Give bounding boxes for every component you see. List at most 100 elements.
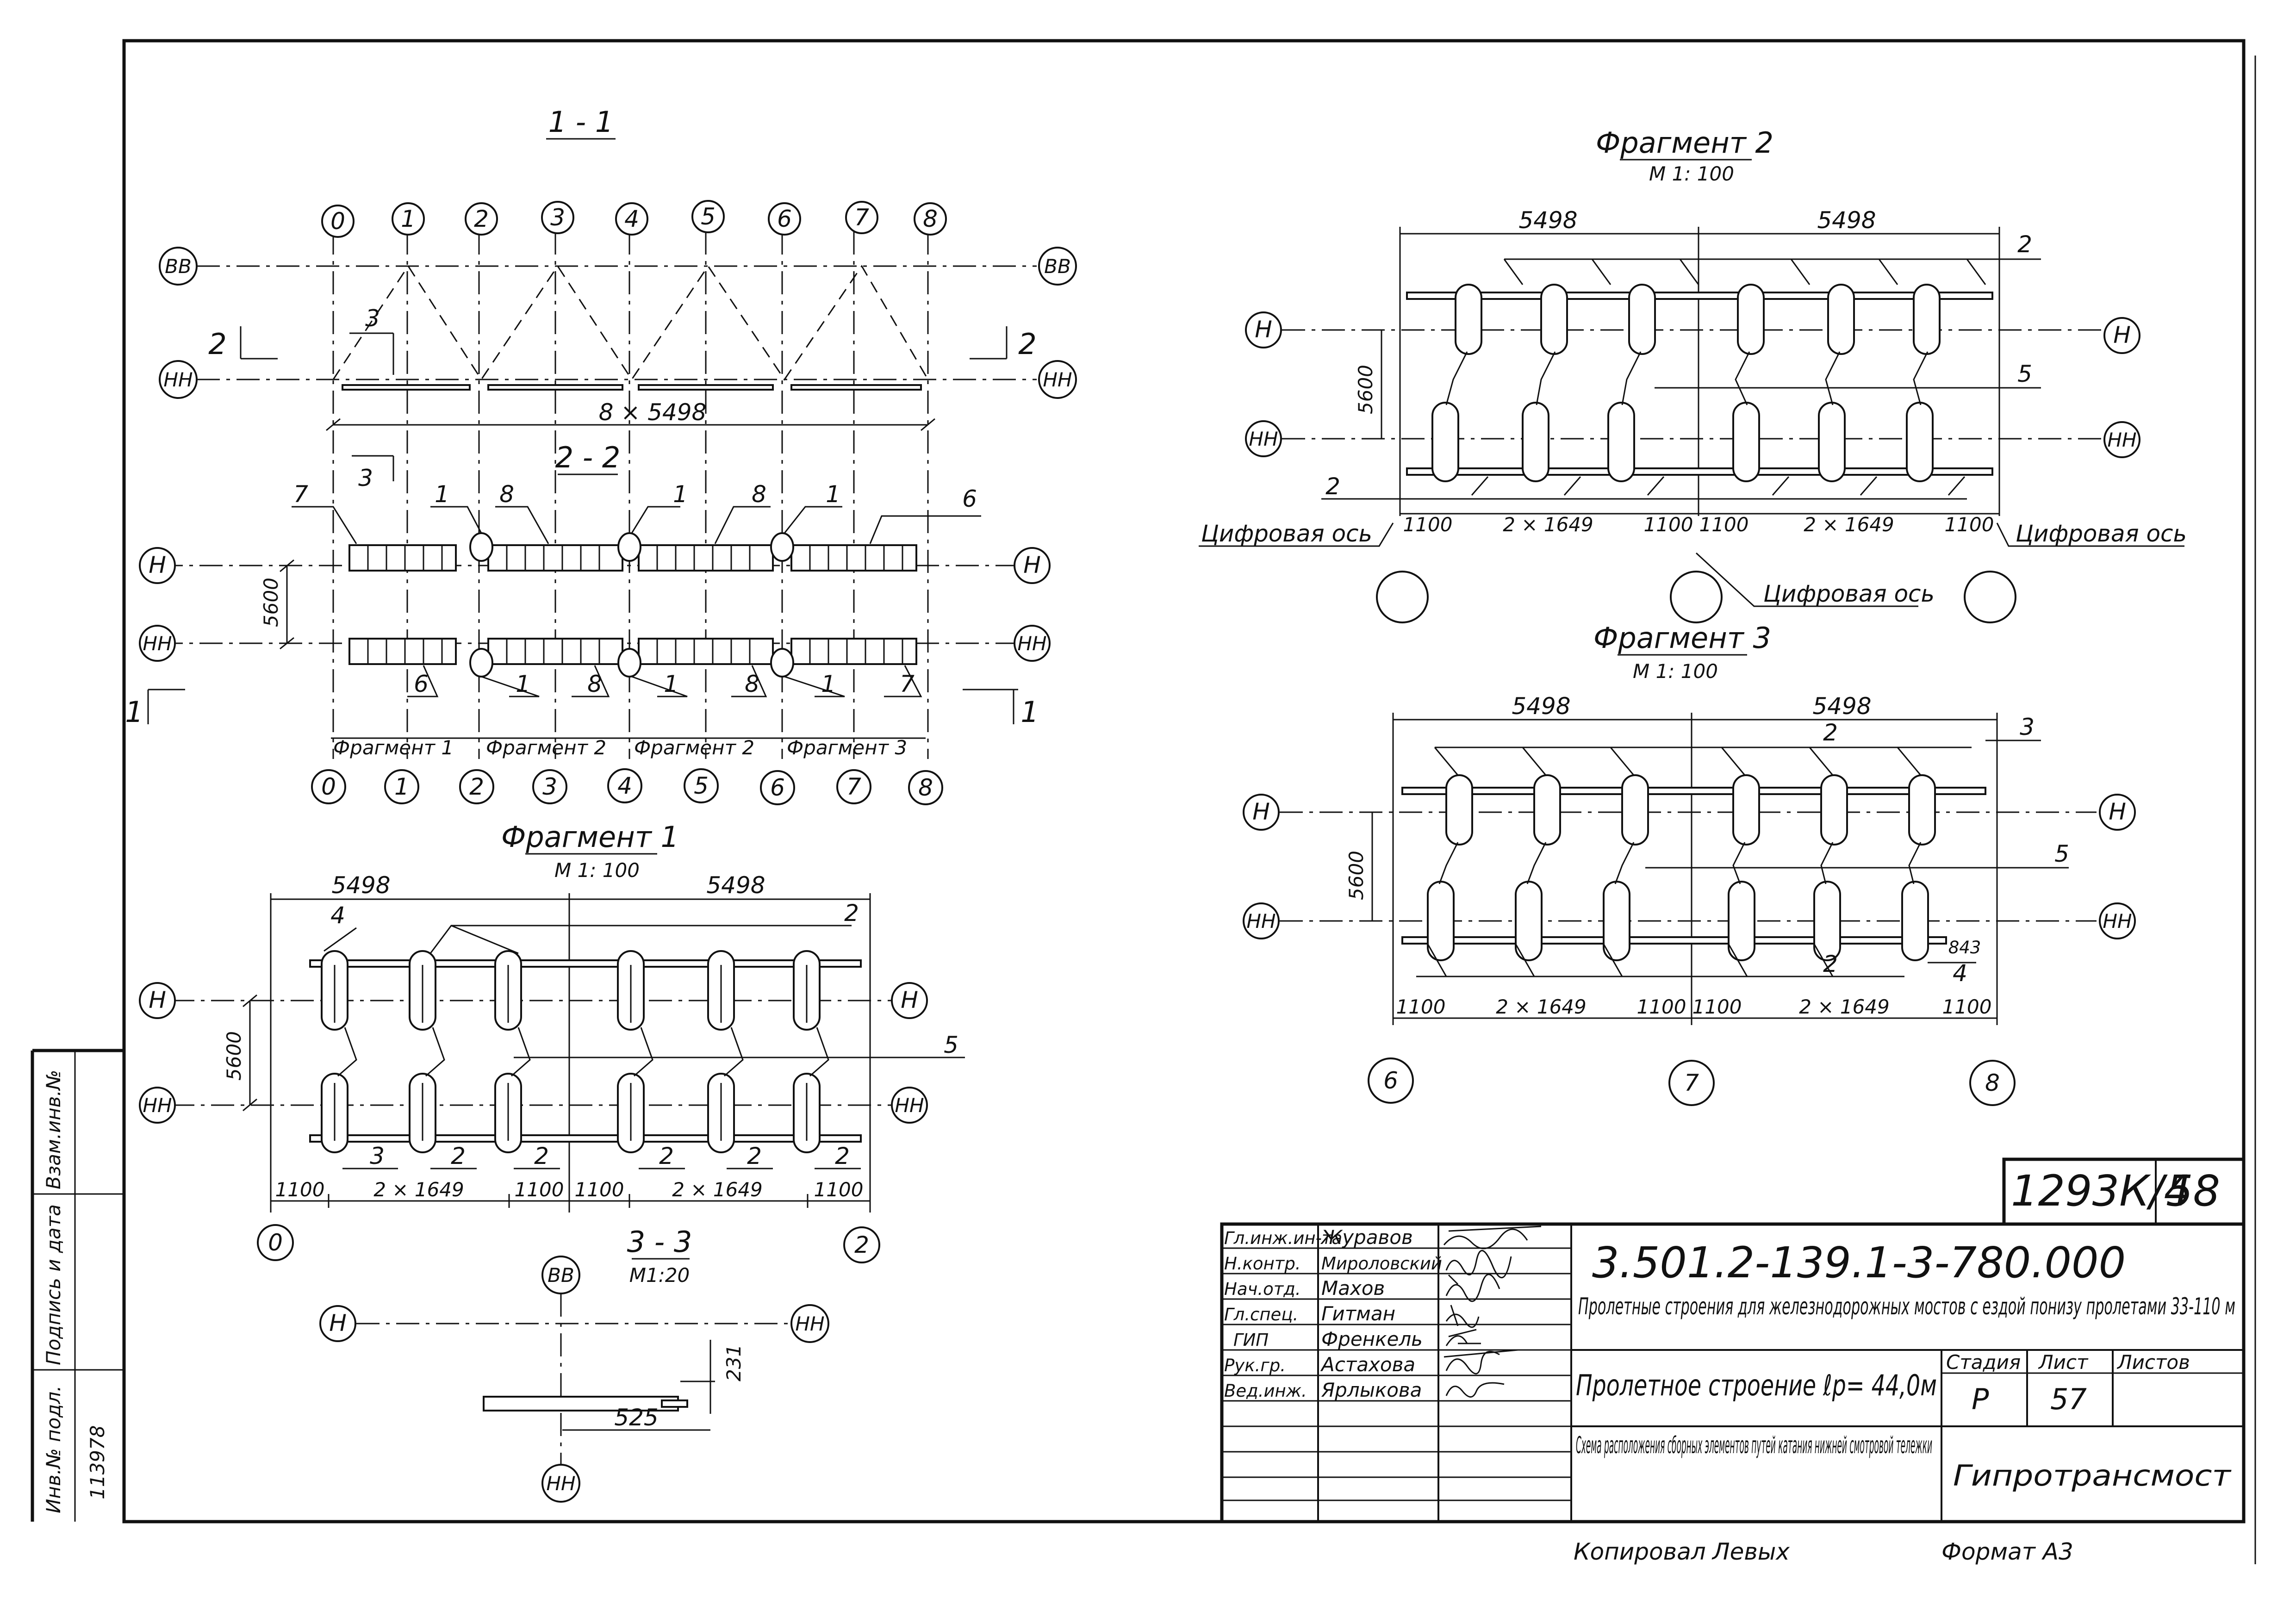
- stamp-org: Гипротрансмост: [1953, 1459, 2232, 1492]
- axis-top-6: 6: [777, 205, 792, 232]
- f3-label-3: 3: [2020, 714, 2035, 740]
- fragment-3-scale: М 1: 100: [1633, 660, 1718, 683]
- stamp-copied-label: Копировал: [1574, 1538, 1706, 1565]
- fragment-2-scale: М 1: 100: [1649, 162, 1734, 185]
- fragment-1: Фрагмент 1 М 1: 100 5498 5498 Н Н НН НН …: [139, 820, 965, 1263]
- fragment-3: Фрагмент 3 М 1: 100 5498 5498 Н Н НН НН …: [1243, 621, 2136, 1106]
- f3-label-5: 5: [2054, 840, 2069, 867]
- fragment-1-title: Фрагмент 1: [501, 820, 679, 854]
- f1-capsules-bottom: [321, 1073, 821, 1153]
- stamp-role-6: Вед.инж.: [1224, 1381, 1307, 1401]
- pos-top-8b: 8: [752, 481, 766, 508]
- frag-bracket-2b: Фрагмент 2: [634, 736, 754, 759]
- stamp-name-6: Ярлыкова: [1321, 1379, 1422, 1401]
- axis-top-3: 3: [550, 204, 565, 231]
- axis-bot-5: 5: [694, 772, 709, 799]
- f2-row-n-left: Н: [1255, 316, 1272, 343]
- f1-dim-top-1: 5498: [331, 872, 390, 899]
- f1-dim-b3: 1100: [515, 1178, 564, 1201]
- stamp-name-3: Гитман: [1321, 1302, 1395, 1325]
- f2-dim-b2: 2 × 1649: [1503, 513, 1593, 536]
- row-nn-left: НН: [163, 368, 193, 391]
- f1-label-2a: 2: [451, 1143, 466, 1169]
- f3-row-n-right: Н: [2109, 798, 2126, 825]
- pos-bot-1c: 1: [821, 671, 836, 697]
- frag-bracket-3: Фрагмент 3: [787, 736, 907, 759]
- s33-dim-231: 231: [722, 1344, 745, 1381]
- f1-capsules-top: [321, 950, 821, 1031]
- axis-top-4: 4: [624, 205, 639, 232]
- side-stamp-inv: 113978: [86, 1425, 109, 1499]
- pos-bot-7: 7: [900, 671, 915, 697]
- f3-row-nn-left: НН: [1246, 910, 1276, 933]
- stamp-name-2: Махов: [1321, 1277, 1385, 1300]
- f2-capsules: [1431, 284, 1941, 482]
- row-bb-right: ВВ: [1044, 255, 1071, 278]
- sheet-frame: [31, 39, 2256, 1564]
- f2-row-nn-left: НН: [1249, 428, 1278, 450]
- stamp-project-title: Пролетные строения для железнодорожных м…: [1578, 1293, 2235, 1320]
- side-stamp-col1: Инв.№ подл.: [42, 1386, 65, 1513]
- f1-row-nn-left: НН: [143, 1094, 172, 1117]
- pos-top-1a: 1: [435, 481, 449, 508]
- f3-row-nn-right: НН: [2103, 910, 2132, 933]
- f2-label-5: 5: [2017, 361, 2032, 387]
- title-block: 1293К/4 58 Гл.инж.ин-та Журавов Н.контр.…: [1220, 1157, 2246, 1565]
- stamp-role-3: Гл.спец.: [1224, 1305, 1298, 1325]
- axis-top-2: 2: [474, 205, 489, 232]
- section-1-1-bottom-axes: 0 1 2 3 4 5 6 7 8: [311, 768, 943, 805]
- plan-row-n-right: Н: [1023, 552, 1041, 578]
- plan-row-nn-right: НН: [1017, 632, 1046, 655]
- f1-dim-side: 5600: [223, 1031, 245, 1081]
- stamp-sheets-label: Листов: [2116, 1351, 2190, 1374]
- f2-dim-b1: 1100: [1403, 513, 1453, 536]
- side-stamp-col2: Подпись и дата: [42, 1204, 65, 1365]
- stamp-sheet-label: Лист: [2038, 1351, 2089, 1374]
- f3-dim-top-1: 5498: [1512, 693, 1570, 720]
- axis-top-7: 7: [854, 204, 869, 231]
- plan-row-nn-left: НН: [143, 632, 172, 655]
- mark-3-bottom: 3: [358, 465, 373, 491]
- f2-dim-b4: 1100: [1699, 513, 1749, 536]
- f2-dim-top-1: 5498: [1518, 207, 1577, 234]
- plan-leaders-top: 7 1 8 1 8 1 6: [292, 481, 981, 544]
- f2-row-n-right: Н: [2113, 322, 2131, 348]
- f2-axis-note-mid: Цифровая ось: [1763, 580, 1935, 607]
- f1-bottom-labels: 3 2 2 2 2 2: [342, 1143, 861, 1169]
- section-1-1-title: 1 - 1: [548, 105, 614, 139]
- stamp-stage-label: Стадия: [1946, 1351, 2021, 1374]
- fragment-2-title: Фрагмент 2: [1596, 126, 1773, 160]
- f1-dim-b2: 2 × 1649: [373, 1178, 464, 1201]
- stamp-name-5: Астахова: [1320, 1353, 1415, 1376]
- s33-row-n: Н: [329, 1310, 347, 1337]
- stamp-format: Формат А3: [1941, 1538, 2073, 1565]
- stamp-role-1: Н.контр.: [1224, 1254, 1301, 1274]
- pos-bot-8a: 8: [587, 671, 602, 697]
- section-3-3-title: 3 - 3: [627, 1225, 692, 1259]
- pos-top-6: 6: [962, 485, 977, 512]
- axis-bot-0: 0: [321, 773, 336, 800]
- stamp-role-5: Рук.гр.: [1224, 1356, 1286, 1375]
- axis-bot-6: 6: [770, 774, 785, 801]
- f1-label-2c: 2: [659, 1143, 674, 1169]
- f3-row-n-left: Н: [1252, 798, 1270, 825]
- f1-dim-b4: 1100: [575, 1178, 624, 1201]
- pos-top-8a: 8: [499, 481, 514, 508]
- pos-top-1b: 1: [673, 481, 688, 508]
- fragment-2: Фрагмент 2 М 1: 100 5498 5498 Н Н НН НН …: [1199, 126, 2187, 623]
- side-stamp: Взам.инв.№ Подпись и дата Инв.№ подл. 11…: [42, 1070, 109, 1513]
- f3-label-2-bottom: 2: [1823, 951, 1838, 977]
- f3-dim-top-2: 5498: [1812, 693, 1871, 720]
- axis-top-8: 8: [923, 205, 938, 232]
- f3-dim-b1: 1100: [1396, 995, 1446, 1018]
- f1-label-2b: 2: [534, 1143, 549, 1169]
- f1-label-3: 3: [370, 1143, 385, 1169]
- f3-axis-8: 8: [1985, 1070, 2000, 1096]
- f2-axis-note-right: Цифровая ось: [2016, 520, 2187, 547]
- stamp-sheet: 57: [2050, 1382, 2087, 1416]
- f2-dim-b6: 1100: [1945, 513, 1994, 536]
- f1-axis-0: 0: [268, 1229, 283, 1256]
- pos-bot-1a: 1: [516, 671, 530, 697]
- f2-label-2-bottom: 2: [1325, 473, 1340, 500]
